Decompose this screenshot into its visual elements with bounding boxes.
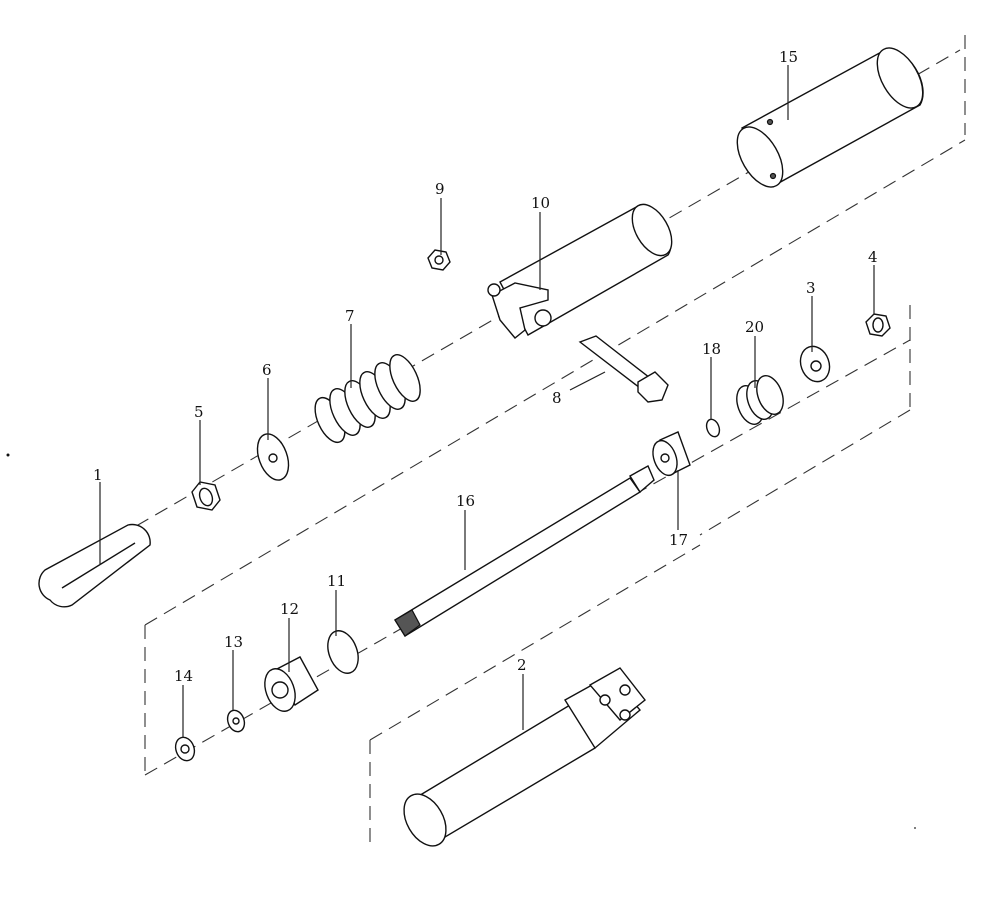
- part-4-nut: [865, 313, 891, 337]
- callout-1: 1: [93, 466, 103, 484]
- part-15-outer-tube: [736, 47, 924, 188]
- callout-6: 6: [262, 361, 272, 379]
- part-18-ring: [705, 418, 721, 438]
- callout-3: 3: [806, 279, 816, 297]
- callout-8: 8: [552, 389, 562, 407]
- callout-10: 10: [531, 194, 550, 212]
- part-2-cylinder-barrel: [403, 667, 646, 847]
- callout-17: 17: [669, 531, 688, 549]
- callout-12: 12: [280, 600, 299, 618]
- assembly-guide-lines: [59, 35, 966, 850]
- callout-7: 7: [345, 307, 355, 325]
- callout-18: 18: [702, 340, 721, 358]
- part-14-washer: [174, 736, 196, 762]
- part-5-nut: [191, 481, 221, 511]
- part-12-gland: [264, 656, 319, 712]
- part-9-nut: [427, 249, 451, 271]
- callout-20: 20: [745, 318, 764, 336]
- stray-dot: [6, 453, 10, 457]
- callout-5: 5: [194, 403, 204, 421]
- callout-13: 13: [224, 633, 243, 651]
- stray-dot: [914, 827, 916, 829]
- callout-labels: 1 2 3 4 5 6 7 8 9 10 11 12 13 14 15 16 1…: [93, 48, 878, 685]
- callout-11: 11: [327, 572, 346, 590]
- part-16-shaft: [394, 465, 655, 637]
- part-13-washer: [226, 709, 246, 733]
- callout-9: 9: [435, 180, 445, 198]
- part-20-coil: [736, 375, 784, 425]
- callout-leader-lines: [99, 65, 875, 738]
- part-7-spring: [314, 354, 421, 444]
- part-10-inner-housing: [487, 203, 673, 339]
- part-6-washer: [256, 433, 290, 481]
- part-1-slotted-link: [38, 523, 151, 608]
- part-8-bolt: [578, 335, 669, 403]
- part-17-bushing: [652, 431, 691, 477]
- callout-2: 2: [517, 656, 527, 674]
- callout-16: 16: [456, 492, 475, 510]
- callout-14: 14: [174, 667, 193, 685]
- callout-15: 15: [779, 48, 798, 66]
- callout-4: 4: [868, 248, 878, 266]
- part-3-washer: [799, 345, 831, 383]
